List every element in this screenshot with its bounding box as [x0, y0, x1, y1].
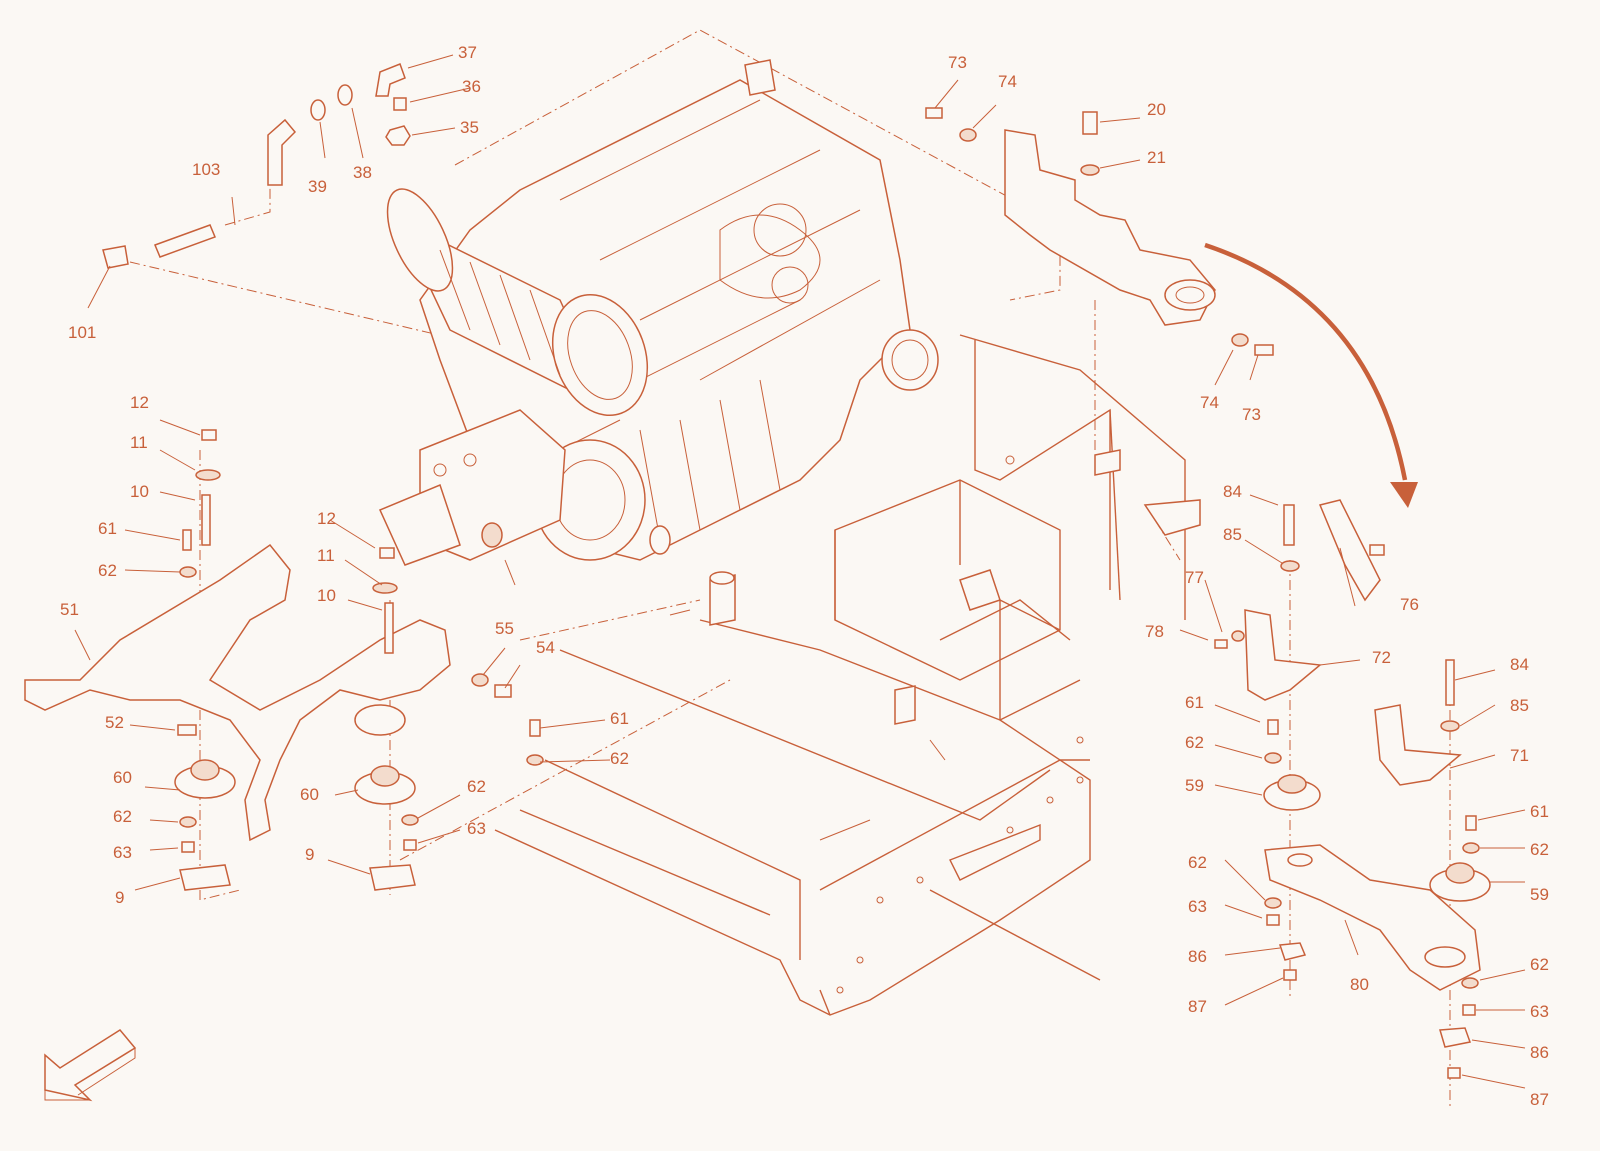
- callout-62: 62: [113, 807, 132, 826]
- rear-mount-bracket: [925, 107, 1274, 356]
- engine-assembly: [378, 59, 939, 586]
- callout-62: 62: [1530, 840, 1549, 859]
- callout-73: 73: [948, 53, 967, 72]
- callout-63: 63: [467, 819, 486, 838]
- callout-62: 62: [467, 777, 486, 796]
- callout-39: 39: [308, 177, 327, 196]
- callout-87: 87: [1530, 1090, 1549, 1109]
- callout-77: 77: [1185, 568, 1204, 587]
- callout-35: 35: [460, 118, 479, 137]
- leader-lines: [74, 54, 1526, 1089]
- callout-12: 12: [130, 393, 149, 412]
- callout-63: 63: [1530, 1002, 1549, 1021]
- rear-right-mount: [1214, 499, 1491, 1079]
- callout-61: 61: [1530, 802, 1549, 821]
- callout-60: 60: [300, 785, 319, 804]
- callout-74: 74: [1200, 393, 1219, 412]
- callout-85: 85: [1223, 525, 1242, 544]
- callout-63: 63: [1188, 897, 1207, 916]
- callout-62: 62: [1185, 733, 1204, 752]
- callout-10: 10: [317, 586, 336, 605]
- callout-71: 71: [1510, 746, 1529, 765]
- callout-72: 72: [1372, 648, 1391, 667]
- callout-74: 74: [998, 72, 1017, 91]
- callout-61: 61: [610, 709, 629, 728]
- callout-103: 103: [192, 160, 220, 179]
- callout-60: 60: [113, 768, 132, 787]
- callout-61: 61: [1185, 693, 1204, 712]
- callout-80: 80: [1350, 975, 1369, 994]
- callout-52: 52: [105, 713, 124, 732]
- callout-36: 36: [462, 77, 481, 96]
- callout-86: 86: [1530, 1043, 1549, 1062]
- callout-76: 76: [1400, 595, 1419, 614]
- callout-101: 101: [68, 323, 96, 342]
- callout-20: 20: [1147, 100, 1166, 119]
- callout-73: 73: [1242, 405, 1261, 424]
- callout-10: 10: [130, 482, 149, 501]
- rotation-arrow: [1204, 242, 1418, 508]
- callout-54: 54: [536, 638, 555, 657]
- callout-37: 37: [458, 43, 477, 62]
- callout-labels: 37 36 35 39 38 103 101 73 74 20 21 74 73…: [60, 43, 1549, 1109]
- front-left-mount: [24, 429, 544, 891]
- callout-63: 63: [113, 843, 132, 862]
- chassis-frame: [494, 334, 1201, 1016]
- callout-51: 51: [60, 600, 79, 619]
- callout-62: 62: [1188, 853, 1207, 872]
- callout-59: 59: [1185, 776, 1204, 795]
- callout-11: 11: [130, 433, 148, 452]
- callout-86: 86: [1188, 947, 1207, 966]
- direction-arrow-icon: [44, 1029, 137, 1102]
- callout-59: 59: [1530, 885, 1549, 904]
- callout-62: 62: [1530, 955, 1549, 974]
- callout-62: 62: [98, 561, 117, 580]
- callout-84: 84: [1510, 655, 1529, 674]
- callout-11: 11: [317, 546, 335, 565]
- callout-85: 85: [1510, 696, 1529, 715]
- callout-21: 21: [1147, 148, 1166, 167]
- fittings-group: [102, 63, 411, 269]
- callout-9: 9: [305, 845, 314, 864]
- callout-84: 84: [1223, 482, 1242, 501]
- callout-61: 61: [98, 519, 117, 538]
- callout-55: 55: [495, 619, 514, 638]
- callout-38: 38: [353, 163, 372, 182]
- frame-holes: [836, 455, 1084, 994]
- callout-12: 12: [317, 509, 336, 528]
- callout-87: 87: [1188, 997, 1207, 1016]
- callout-62: 62: [610, 749, 629, 768]
- callout-78: 78: [1145, 622, 1164, 641]
- callout-9: 9: [115, 888, 124, 907]
